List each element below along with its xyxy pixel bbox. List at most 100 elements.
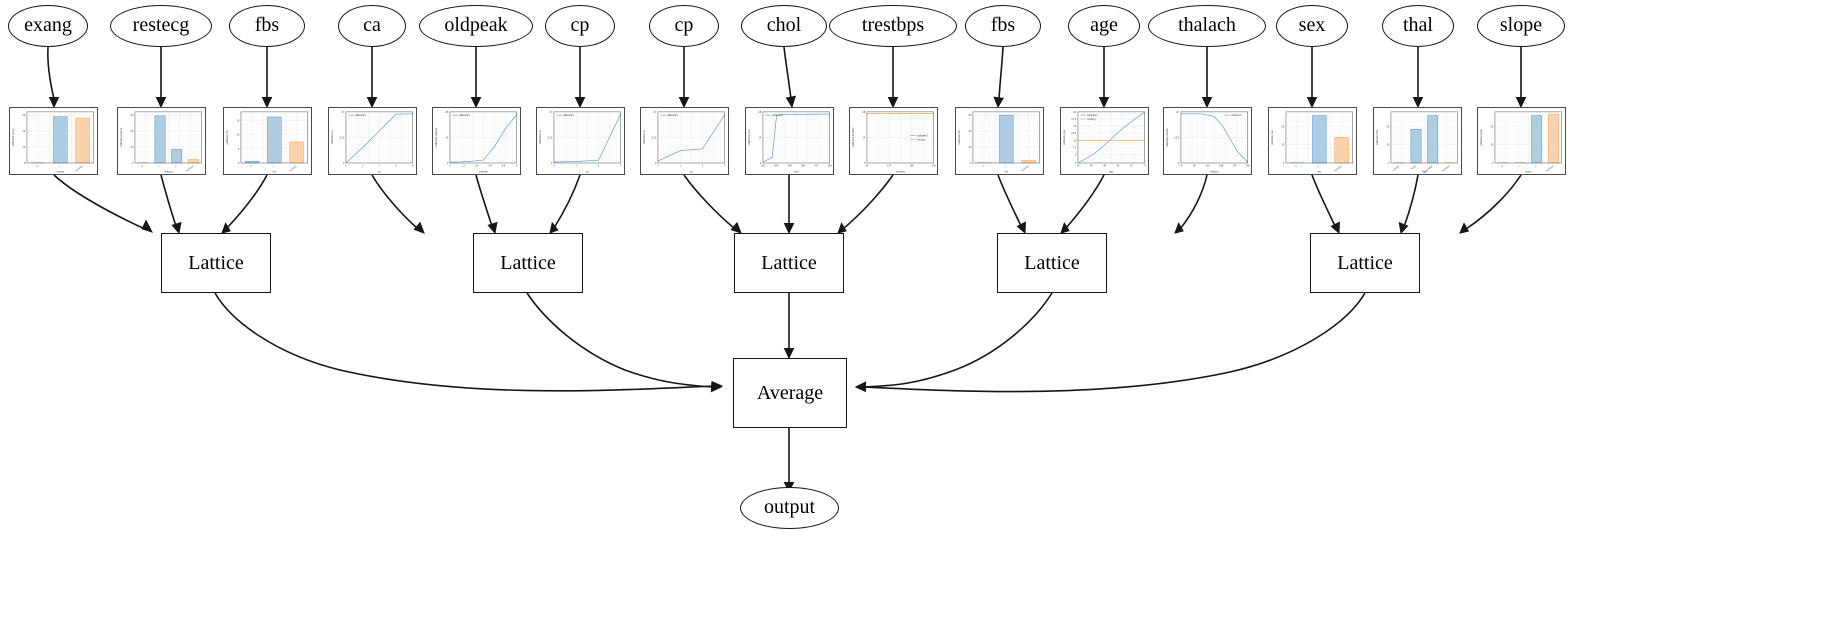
feature-node-cp-2[interactable]: cp [649,5,719,47]
svg-text:1: 1 [1317,165,1320,169]
svg-text:missing: missing [186,165,195,173]
feature-node-thal[interactable]: thal [1382,5,1454,47]
feature-node-chol[interactable]: chol [741,5,827,47]
feature-node-sex[interactable]: sex [1276,5,1348,47]
feature-node-slope[interactable]: slope [1477,5,1565,47]
feature-node-thalach[interactable]: thalach [1148,5,1266,47]
svg-text:13.5: 13.5 [651,135,657,139]
lattice-node-5[interactable]: Lattice [1310,233,1420,293]
svg-text:normal: normal [1392,165,1400,172]
lattice-node-1[interactable]: Lattice [161,233,271,293]
svg-text:190: 190 [932,165,937,168]
svg-text:1: 1 [1004,165,1007,169]
feature-node-fbs-1[interactable]: fbs [229,5,305,47]
lattice-node-label: Lattice [1337,251,1393,274]
svg-text:missing: missing [1546,165,1555,173]
output-node[interactable]: output [740,487,839,529]
svg-text:0: 0 [1388,161,1390,165]
svg-text:14: 14 [862,135,865,139]
svg-text:0: 0 [551,161,553,165]
feature-node-cp-1[interactable]: cp [545,5,615,47]
feature-node-age[interactable]: age [1068,5,1140,47]
svg-text:chol: chol [794,169,799,173]
svg-text:13.5: 13.5 [547,135,553,139]
svg-text:70: 70 [1180,165,1183,168]
svg-text:0: 0 [132,161,134,165]
svg-text:calibrated ca: calibrated ca [331,130,334,144]
lattice-node-3[interactable]: Lattice [734,233,844,293]
svg-text:0: 0 [1492,161,1494,165]
feature-node-restecg[interactable]: restecg [110,5,212,47]
svg-text:1: 1 [158,165,161,169]
svg-text:10: 10 [1386,143,1389,147]
svg-text:5: 5 [1075,152,1077,156]
svg-text:0: 0 [1283,161,1285,165]
svg-text:2: 2 [1075,161,1077,165]
svg-text:148: 148 [1219,165,1224,168]
svg-text:30: 30 [130,113,133,117]
feature-node-fbs-2[interactable]: fbs [965,5,1041,47]
feature-node-trestbps[interactable]: trestbps [829,5,957,47]
lattice-node-4[interactable]: Lattice [997,233,1107,293]
svg-text:6: 6 [516,165,518,168]
svg-text:20: 20 [1073,110,1076,114]
svg-text:sex: sex [1317,170,1322,173]
feature-node-ca[interactable]: ca [338,5,406,47]
svg-text:exang: exang [57,170,65,173]
svg-text:calibrated: calibrated [1087,114,1098,117]
svg-text:missing: missing [917,138,926,141]
svg-text:fbs: fbs [273,169,277,173]
svg-text:missing: missing [1334,165,1343,173]
svg-text:0: 0 [449,165,451,168]
svg-text:calibrated slope: calibrated slope [1480,128,1483,146]
svg-text:17.5: 17.5 [1071,117,1077,121]
svg-text:27: 27 [653,110,656,114]
svg-text:fixed: fixed [1411,165,1417,171]
svg-text:0: 0 [982,165,985,169]
svg-text:3.6: 3.6 [488,165,492,168]
edges-calibrator-to-lattice [53,174,1522,235]
svg-text:10: 10 [968,145,971,149]
svg-text:calibrated trestbps: calibrated trestbps [852,127,855,148]
svg-text:20: 20 [130,129,133,133]
feature-node-exang[interactable]: exang [8,5,88,47]
svg-text:3: 3 [724,165,726,168]
svg-text:20: 20 [22,129,25,133]
svg-text:missing: missing [1442,165,1451,173]
svg-text:calibrated: calibrated [459,114,470,117]
svg-text:0: 0 [345,165,347,168]
svg-text:39: 39 [1090,165,1093,168]
average-node[interactable]: Average [733,358,847,428]
svg-text:calibrated exang: calibrated exang [12,128,15,146]
svg-text:3: 3 [620,165,622,168]
feature-node-oldpeak[interactable]: oldpeak [419,5,533,47]
svg-text:0: 0 [970,161,972,165]
svg-text:0: 0 [250,165,253,169]
svg-text:ca: ca [378,170,381,173]
svg-text:1: 1 [576,165,578,168]
lattice-node-2[interactable]: Lattice [473,233,583,293]
svg-text:48: 48 [1103,165,1106,168]
svg-text:20: 20 [1386,124,1389,128]
svg-text:calibrated fbs: calibrated fbs [958,129,961,144]
feature-node-label: cp [570,14,590,36]
svg-text:0: 0 [657,165,659,168]
svg-text:cp: cp [586,170,589,173]
svg-text:calibrated: calibrated [1231,114,1242,117]
svg-text:calibrated age: calibrated age [1063,129,1066,145]
